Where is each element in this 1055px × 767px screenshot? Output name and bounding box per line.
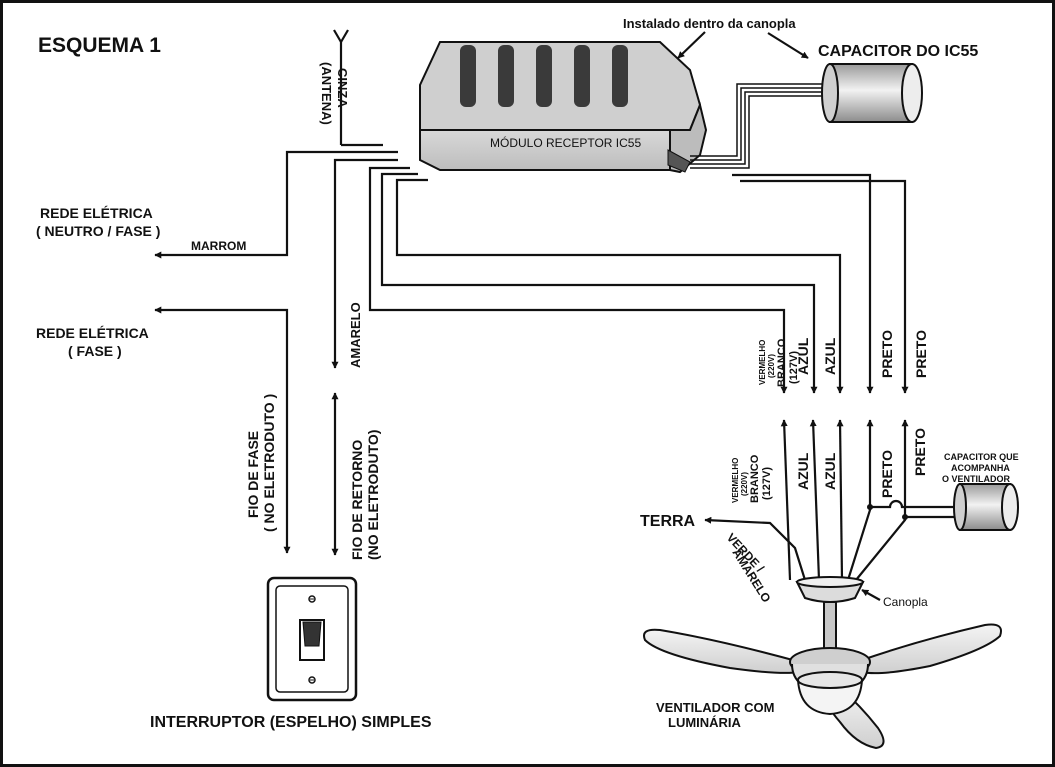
fio-fase-line2: ( NO ELETRODUTO ) <box>261 394 277 532</box>
canopla-label: Canopla <box>883 595 928 609</box>
out-azul2-label: AZUL <box>822 337 838 375</box>
wire-amarelo <box>331 158 398 369</box>
wire-fio-fase <box>154 306 291 554</box>
note-arrow <box>677 31 706 59</box>
in-vermelho-label: VERMELHO <box>731 458 740 503</box>
antenna-label: (ANTENA) <box>319 62 334 125</box>
capacitor-ic55 <box>821 63 923 123</box>
marrom-label: MARROM <box>191 239 246 253</box>
receptor-module: MÓDULO RECEPTOR IC55 <box>419 41 708 174</box>
ceiling-fan <box>643 576 1002 750</box>
capacitor-ic55-arrow <box>767 32 809 59</box>
in-azul1-label: AZUL <box>795 452 811 490</box>
antenna-color-label: CINZA <box>335 68 350 108</box>
terra-label: TERRA <box>640 513 696 530</box>
in-127v-label: (127V) <box>761 467 773 500</box>
ventilador-line2: LUMINÁRIA <box>668 715 742 730</box>
in-azul2-label: AZUL <box>822 452 838 490</box>
out-220v-label: (220V) <box>767 354 776 378</box>
wire-azul2-in <box>836 419 844 581</box>
antenna <box>333 29 383 147</box>
rede-neutro-fase-line2: ( NEUTRO / FASE ) <box>36 223 160 239</box>
in-preto2-label: PRETO <box>912 428 928 476</box>
fio-fase-line1: FIO DE FASE <box>245 431 261 518</box>
capacitor-vent-line1: CAPACITOR QUE <box>944 452 1019 462</box>
wire-preto2-in <box>855 419 909 581</box>
rede-fase-line2: ( FASE ) <box>68 343 122 359</box>
fio-retorno-line2: (NO ELETRODUTO) <box>365 430 381 560</box>
rede-neutro-fase-line1: REDE ELÉTRICA <box>40 205 153 221</box>
wire-preto2-out <box>740 179 909 394</box>
capacitor-ventilador <box>953 483 1019 531</box>
fio-retorno-line1: FIO DE RETORNO <box>349 440 365 560</box>
wire-marrom <box>154 150 398 259</box>
wire-preto1-out <box>732 173 874 394</box>
out-branco-label: BRANCO <box>776 338 788 387</box>
light-switch <box>266 576 358 702</box>
diagram-title: ESQUEMA 1 <box>38 34 161 57</box>
module-note: Instalado dentro da canopla <box>623 16 796 31</box>
in-branco-label: BRANCO <box>749 454 761 503</box>
capacitor-vent-line2: ACOMPANHA <box>951 463 1010 473</box>
ventilador-line1: VENTILADOR COM <box>656 700 774 715</box>
capacitor-ventilador-wires <box>867 499 958 520</box>
in-220v-label: (220V) <box>740 472 749 496</box>
wire-azul2-out <box>395 178 844 394</box>
wire-vermelho-branco-out <box>368 166 788 394</box>
amarelo-label: AMARELO <box>348 302 363 368</box>
wire-azul1-in <box>809 419 821 581</box>
in-preto1-label: PRETO <box>879 450 895 498</box>
out-azul1-label: AZUL <box>795 337 811 375</box>
wire-preto1-in <box>846 419 874 581</box>
out-preto1-label: PRETO <box>879 330 895 378</box>
out-preto2-label: PRETO <box>913 330 929 378</box>
interruptor-label: INTERRUPTOR (ESPELHO) SIMPLES <box>150 714 432 731</box>
wire-azul1-out <box>380 172 818 394</box>
wire-vermelho-branco-in <box>780 419 792 581</box>
capacitor-vent-line3: O VENTILADOR <box>942 474 1011 484</box>
wire-terra <box>704 516 807 581</box>
out-127v-label: (127V) <box>788 351 800 384</box>
module-label: MÓDULO RECEPTOR IC55 <box>490 135 641 150</box>
rede-fase-line1: REDE ELÉTRICA <box>36 325 149 341</box>
out-vermelho-label: VERMELHO <box>758 340 767 385</box>
canopla-arrow <box>861 589 881 601</box>
capacitor-ic55-label: CAPACITOR DO IC55 <box>818 43 978 60</box>
